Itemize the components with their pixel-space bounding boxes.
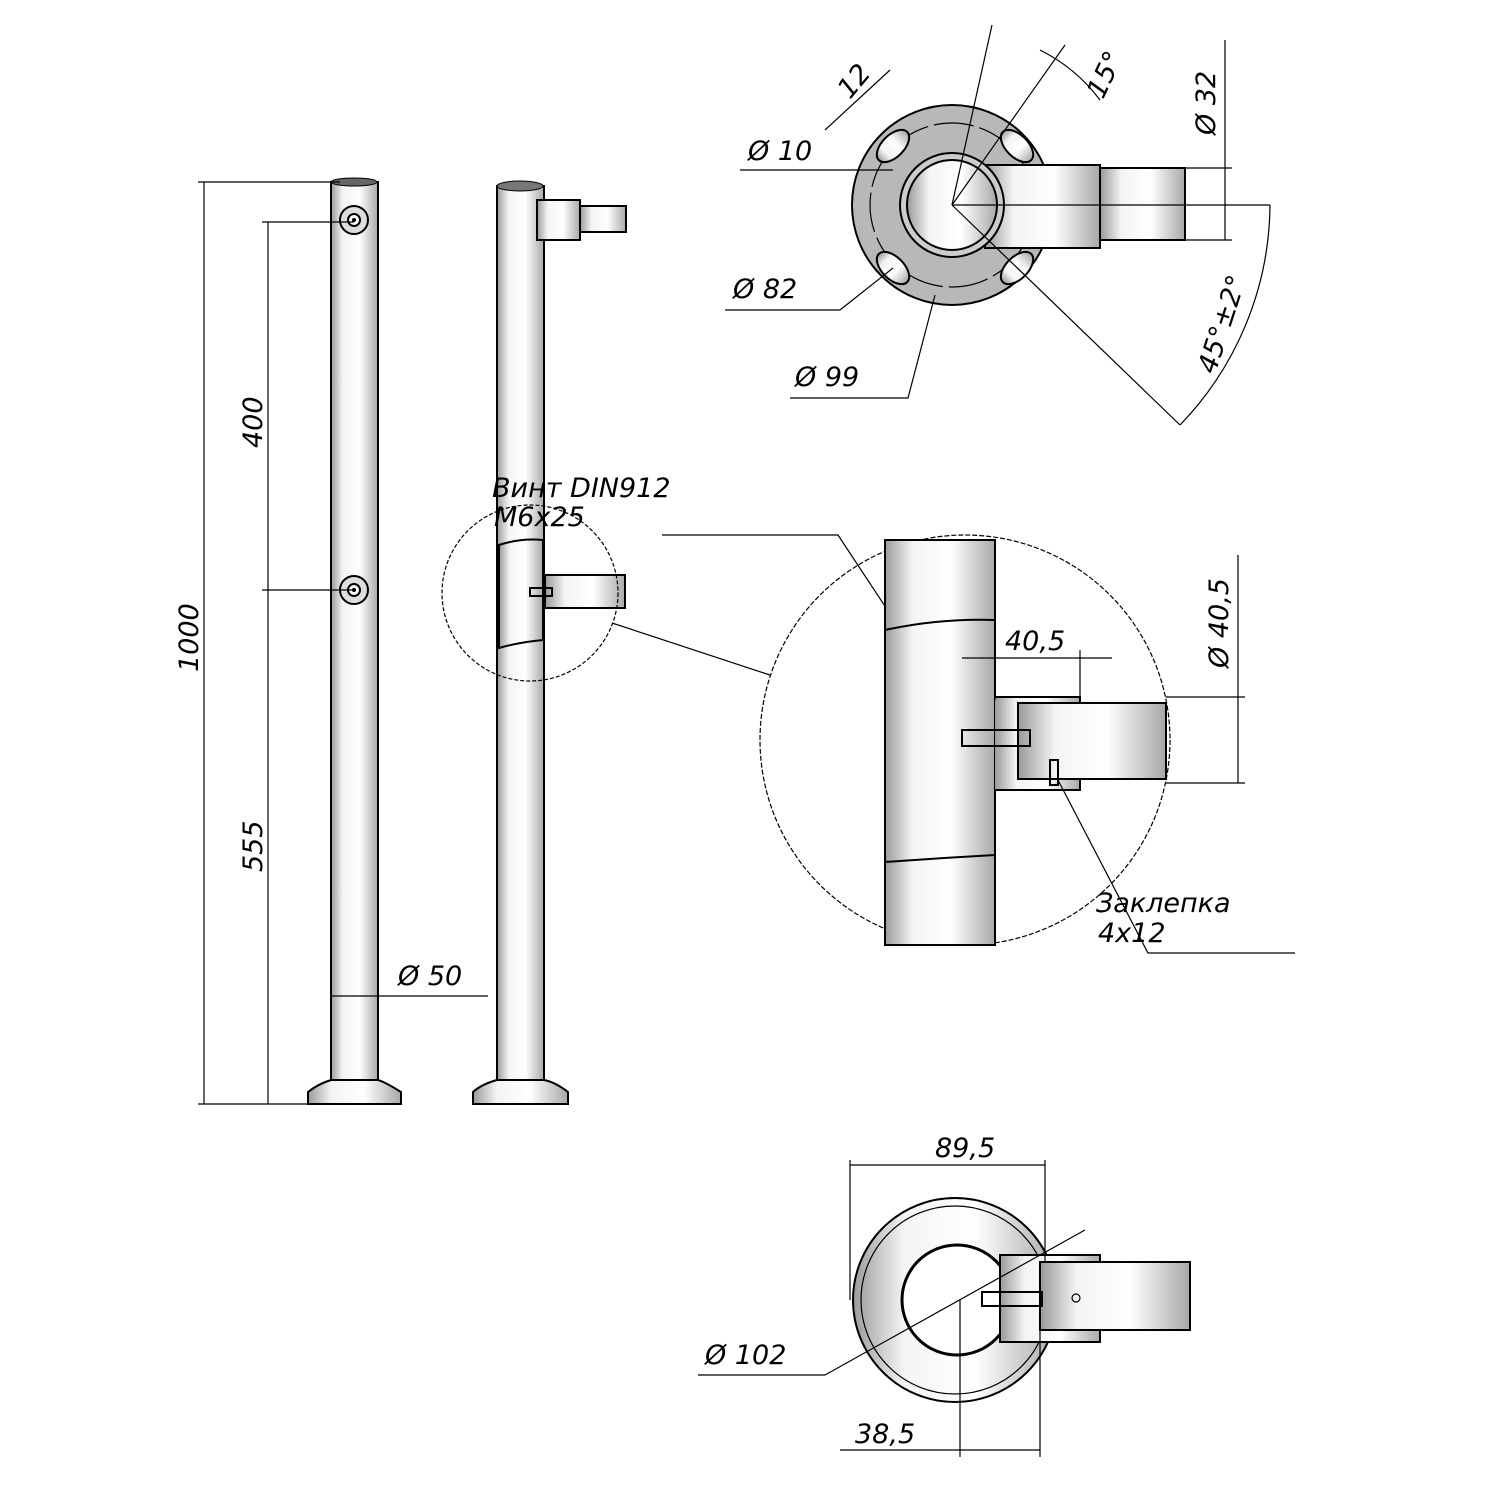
rivet-label-line2: 4x12 xyxy=(1098,918,1166,949)
flange-diameter-label: Ø 99 xyxy=(794,362,859,393)
screw-callout-line2: M6x25 xyxy=(494,502,585,533)
height-total-label: 1000 xyxy=(174,603,205,672)
lower-spacing-label: 555 xyxy=(238,820,269,872)
center-offset-label: 38,5 xyxy=(855,1419,915,1450)
arm-diameter-top-label: Ø 32 xyxy=(1191,71,1222,136)
bolt-icon xyxy=(339,205,369,235)
dimension-lines-side xyxy=(198,181,488,1105)
bottom-view xyxy=(698,1160,1191,1457)
bottom-width-label: 89,5 xyxy=(935,1133,995,1164)
base-diameter-label: Ø 102 xyxy=(704,1340,786,1371)
arm-angle-label: 45°±2° xyxy=(1192,271,1253,377)
slot-diameter-label: Ø 10 xyxy=(747,136,812,167)
rivet-label-line1: Заклепка xyxy=(1096,888,1231,919)
slot-angle-label: 15° xyxy=(1081,46,1129,102)
detail-view xyxy=(759,534,1295,954)
arm-diameter-label: Ø 40,5 xyxy=(1204,578,1235,669)
post-side-view xyxy=(441,180,771,1105)
upper-spacing-label: 400 xyxy=(238,396,269,448)
slot-length-label: 12 xyxy=(832,58,878,104)
post-front-view xyxy=(307,177,402,1105)
screw-callout-line1: Винт DIN912 xyxy=(492,473,671,504)
tube-diameter-label: Ø 50 xyxy=(397,961,462,992)
arm-offset-label: 40,5 xyxy=(1005,626,1065,657)
top-view xyxy=(725,24,1271,426)
bolt-circle-label: Ø 82 xyxy=(732,274,797,305)
